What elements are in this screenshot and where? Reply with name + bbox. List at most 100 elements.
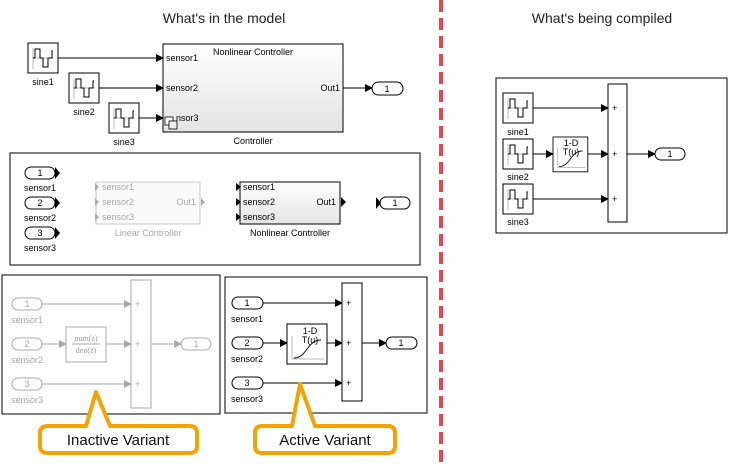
svg-text:3: 3 xyxy=(24,379,29,389)
inport-label: sensor1 xyxy=(231,314,263,324)
svg-text:den(z): den(z) xyxy=(76,346,97,355)
inport-label: sensor3 xyxy=(24,243,56,253)
inport-2[interactable]: 2 xyxy=(231,336,264,350)
inport-label: sensor2 xyxy=(11,355,43,365)
svg-text:T(u): T(u) xyxy=(563,147,580,157)
sine1-block[interactable] xyxy=(27,42,59,74)
linear-controller-label: Linear Controller xyxy=(115,228,182,238)
controller-block[interactable] xyxy=(162,43,344,133)
outport-1[interactable] xyxy=(371,81,404,96)
sum-block[interactable]: + + + xyxy=(607,83,628,223)
svg-text:1-D: 1-D xyxy=(564,138,579,148)
inport-label: sensor3 xyxy=(231,394,263,404)
lookup-table-block[interactable]: 1-D T(u) xyxy=(552,136,589,173)
controller-label: Controller xyxy=(233,136,272,146)
sine2-block[interactable] xyxy=(68,72,100,104)
inport-2[interactable]: 2 xyxy=(11,337,43,351)
port-label: sensor2 xyxy=(166,83,198,93)
sine3-label: sine3 xyxy=(113,137,135,147)
svg-text:+: + xyxy=(135,339,140,349)
svg-text:T(u): T(u) xyxy=(302,335,319,345)
sine2-label: sine2 xyxy=(73,107,95,117)
svg-text:1: 1 xyxy=(392,198,397,208)
svg-text:+: + xyxy=(346,378,351,388)
svg-text:1: 1 xyxy=(24,299,29,309)
sine1-block[interactable] xyxy=(502,92,534,124)
active-variant: 1 sensor1 2 sensor2 3 sensor3 1-D T(u) +… xyxy=(224,276,428,414)
outport-1[interactable]: 1 xyxy=(385,336,418,350)
outport-number: 1 xyxy=(384,84,389,94)
heading-compiled: What's being compiled xyxy=(532,10,672,26)
heading-model: What's in the model xyxy=(163,10,286,26)
sine3-label: sine3 xyxy=(507,217,529,227)
svg-text:sensor2: sensor2 xyxy=(243,197,275,207)
nonlinear-controller-label: Nonlinear Controller xyxy=(250,228,330,238)
inactive-callout-text: Inactive Variant xyxy=(67,432,170,449)
sine2-block[interactable] xyxy=(502,138,534,170)
sine1-label: sine1 xyxy=(507,127,529,137)
svg-text:1-D: 1-D xyxy=(303,326,318,336)
inactive-callout: Inactive Variant xyxy=(38,390,199,455)
svg-text:sensor3: sensor3 xyxy=(243,212,275,222)
outport-1[interactable]: 1 xyxy=(654,147,686,161)
svg-text:+: + xyxy=(612,194,617,204)
lookup-table-block[interactable]: 1-D T(u) xyxy=(286,323,328,365)
inport-label: sensor2 xyxy=(24,213,56,223)
inport-2[interactable]: 2 xyxy=(24,196,60,210)
svg-text:1: 1 xyxy=(398,338,403,348)
controller-title: Nonlinear Controller xyxy=(213,47,293,57)
inport-label: sensor1 xyxy=(11,315,43,325)
svg-text:sensor2: sensor2 xyxy=(102,197,134,207)
svg-text:1: 1 xyxy=(37,168,42,178)
svg-text:sensor1: sensor1 xyxy=(243,182,275,192)
svg-text:+: + xyxy=(612,149,617,159)
svg-text:+: + xyxy=(135,299,140,309)
inport-3[interactable]: 3 xyxy=(231,376,264,390)
inport-1[interactable]: 1 xyxy=(24,166,60,180)
svg-text:Out1: Out1 xyxy=(176,197,196,207)
port-label: nsor3 xyxy=(176,113,199,123)
sine2-label: sine2 xyxy=(507,172,529,182)
svg-text:Out1: Out1 xyxy=(316,197,336,207)
transfer-fcn-block[interactable]: num(z) den(z) xyxy=(65,326,107,363)
svg-text:+: + xyxy=(612,103,617,113)
inport-3[interactable]: 3 xyxy=(24,226,60,240)
outport-1[interactable]: 1 xyxy=(376,196,411,210)
port-label: sensor1 xyxy=(166,53,198,63)
sine1-label: sine1 xyxy=(32,77,54,87)
top-model: sine1 sine2 sine3 Nonlinear Controller s… xyxy=(27,42,404,147)
variant-icon xyxy=(164,116,178,130)
inactive-variant: 1 sensor1 2 sensor2 3 sensor3 num(z) den… xyxy=(1,274,221,415)
sine3-block[interactable] xyxy=(108,102,140,134)
svg-text:+: + xyxy=(346,298,351,308)
out-label: Out1 xyxy=(320,83,340,93)
sine3-block[interactable] xyxy=(502,183,534,215)
inport-1[interactable]: 1 xyxy=(231,296,264,310)
svg-text:3: 3 xyxy=(37,228,42,238)
inport-label: sensor3 xyxy=(11,395,43,405)
svg-text:1: 1 xyxy=(244,298,249,308)
svg-text:+: + xyxy=(135,379,140,389)
svg-text:3: 3 xyxy=(244,378,249,388)
svg-text:2: 2 xyxy=(37,198,42,208)
inport-label: sensor1 xyxy=(24,183,56,193)
sum-block[interactable]: + + + xyxy=(341,282,363,402)
outport-1[interactable]: 1 xyxy=(180,337,212,351)
active-callout: Active Variant xyxy=(253,382,397,455)
inport-3[interactable]: 3 xyxy=(11,377,43,391)
svg-text:2: 2 xyxy=(24,339,29,349)
active-callout-text: Active Variant xyxy=(279,432,371,449)
linear-controller-block[interactable]: sensor1 sensor2 sensor3 Out1 xyxy=(95,181,205,225)
svg-text:num(z): num(z) xyxy=(74,334,97,343)
svg-text:2: 2 xyxy=(244,338,249,348)
svg-text:1: 1 xyxy=(193,339,198,349)
inport-1[interactable]: 1 xyxy=(11,297,43,311)
nonlinear-controller-block[interactable]: sensor1 sensor2 sensor3 Out1 xyxy=(236,181,346,225)
compiled-model: sine1 sine2 sine3 1-D T(u) + + + 1 xyxy=(495,77,728,234)
sum-block[interactable]: + + + xyxy=(130,279,152,409)
svg-text:+: + xyxy=(346,338,351,348)
svg-text:sensor1: sensor1 xyxy=(102,182,134,192)
svg-text:1: 1 xyxy=(667,149,672,159)
